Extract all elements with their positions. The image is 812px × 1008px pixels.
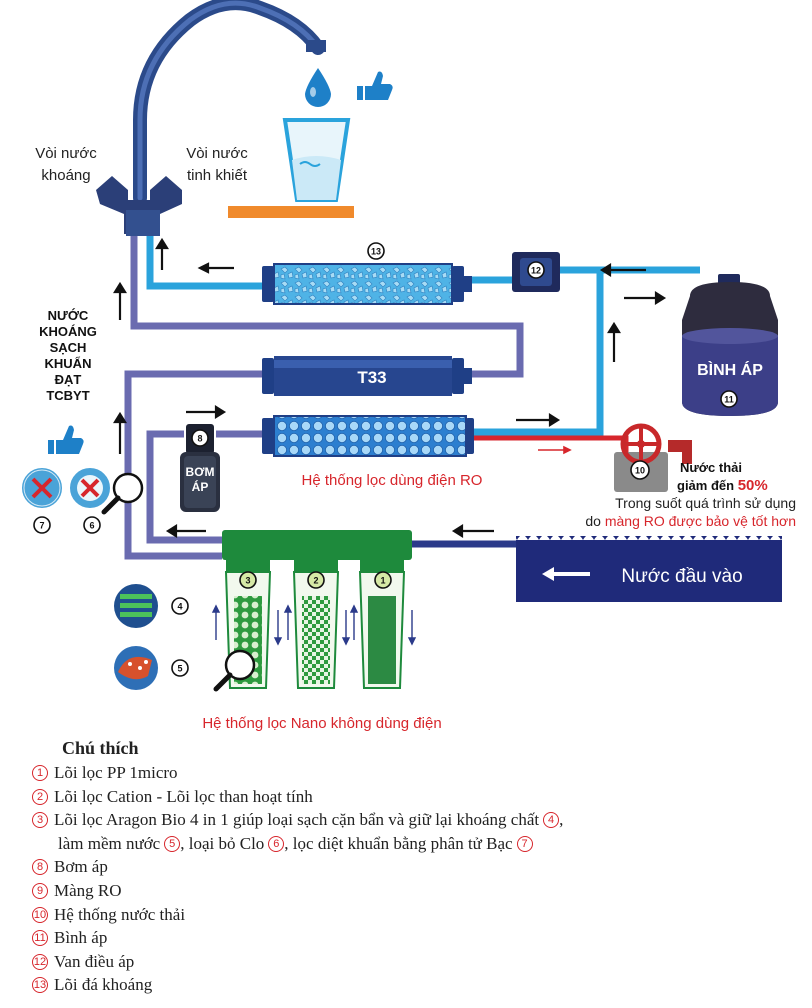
badge-6: 6 [89,521,94,531]
thumbs-up-icon-mineral [48,425,84,454]
waste-flow-arrow [538,445,572,455]
waste-note-2: do màng RO được bảo vệ tốt hơn [585,513,796,529]
pump-label-1: BƠM [186,465,215,479]
badge-11: 11 [724,395,734,405]
waste-title-1: Nước thải [680,460,742,475]
water-softening-icon-5 [114,646,158,690]
mineral-tap-label-2: khoáng [41,167,90,184]
svg-text:SẠCH: SẠCH [50,340,87,355]
badge-13: 13 [371,247,381,257]
flow-arrows [113,237,667,538]
water-filter-diagram: 13 12 8 11 10 7 6 4 5 3 2 1 Vòi nước kho… [20,0,796,732]
badge-4: 4 [177,602,182,612]
filter-2-cation-carbon [292,571,340,689]
nano-filter-head [222,530,412,572]
mineral-retention-icon-4 [114,584,158,628]
pressure-tank-11 [682,274,778,416]
filter-1-pp [358,571,406,689]
svg-text:KHUẨN: KHUẨN [45,356,92,371]
t33-label: T33 [357,368,386,387]
badge-1: 1 [380,576,385,586]
pump-label-2: ÁP [192,479,209,494]
waste-title-2: giảm đến 50% [677,477,768,494]
number-badges [33,242,738,677]
badge-7: 7 [39,521,44,531]
mineral-tap-label-1: Vòi nước [35,145,97,162]
chlorine-removal-icon-6 [68,466,112,510]
water-input-tank [516,530,782,602]
water-glass [228,118,354,218]
magnifier-icon [101,472,144,515]
nano-flow-arrows [211,604,417,646]
thumbs-up-icon [357,71,393,100]
water-input-label: Nước đầu vào [621,566,742,587]
faucet [96,0,326,236]
svg-text:KHOÁNG: KHOÁNG [39,324,97,339]
ro-system-label: Hệ thống lọc dùng điện RO [302,472,483,489]
badge-3: 3 [245,576,250,586]
number-badge-labels: 13 12 8 11 10 7 6 4 5 3 2 1 [39,247,733,674]
mineral-water-label: NƯỚC KHOÁNG SẠCH KHUẨN ĐẠT TCBYT [39,308,97,403]
tank-label: BÌNH ÁP [697,360,763,379]
water-drop-icon [305,68,331,107]
ro-membrane-9 [262,415,474,457]
pure-tap-label-1: Vòi nước [186,145,248,162]
filter-13-mineral-stone [262,263,472,305]
legend-title: Chú thích [62,738,139,758]
filter-t33 [262,356,472,396]
magnifier-icon-nano [213,649,256,692]
badge-8: 8 [197,434,202,444]
badge-5: 5 [177,664,182,674]
svg-text:NƯỚC: NƯỚC [48,308,89,323]
nano-system-label: Hệ thống lọc Nano không dùng điện [202,715,441,732]
pump-8 [180,424,220,512]
badge-10: 10 [635,466,645,476]
svg-text:ĐẠT: ĐẠT [55,372,82,387]
pure-tap-label-2: tinh khiết [187,167,248,184]
svg-text:TCBYT: TCBYT [46,388,89,403]
silver-ion-icon-7 [20,466,64,510]
badge-2: 2 [313,576,318,586]
waste-note-1: Trong suốt quá trình sử dụng [615,495,796,511]
badge-12: 12 [531,266,541,276]
